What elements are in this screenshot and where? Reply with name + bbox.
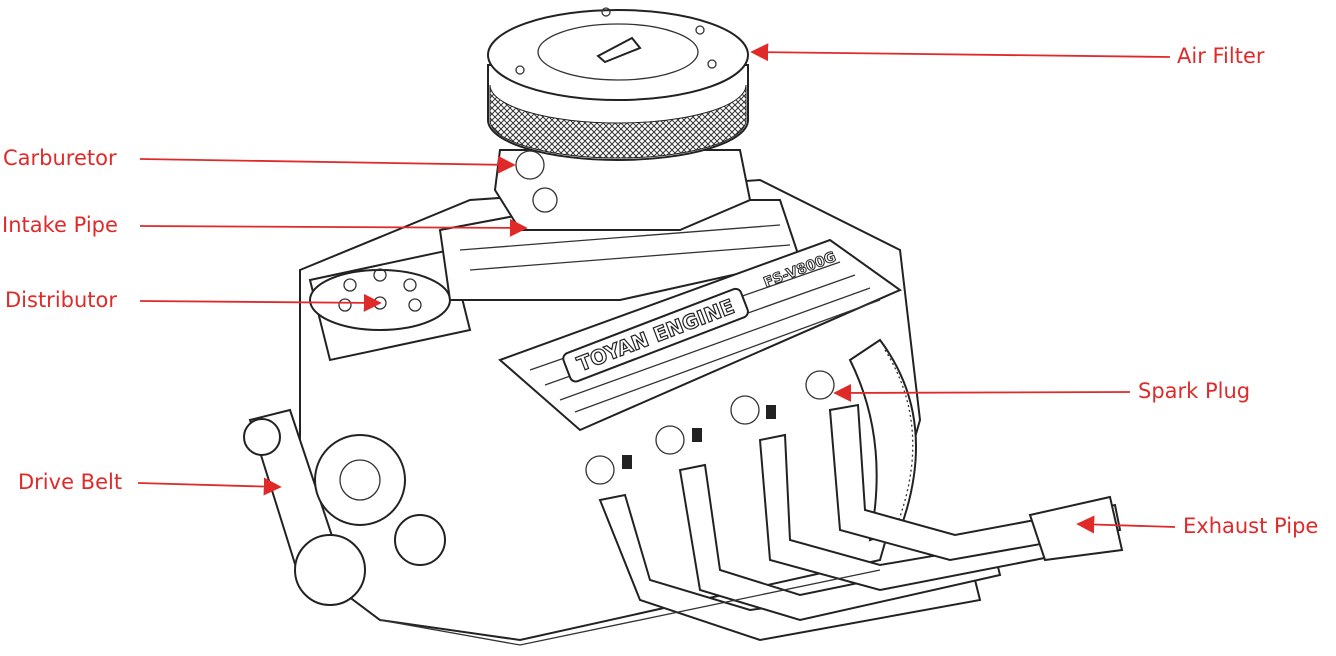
label-exhaust-pipe: Exhaust Pipe — [1183, 514, 1319, 538]
label-intake-pipe: Intake Pipe — [2, 213, 118, 237]
leader-lines — [137, 43, 1176, 534]
engine-drawing: TOYAN ENGINE FS-V800G — [243, 7, 1124, 646]
label-distributor: Distributor — [5, 288, 118, 312]
label-drive-belt: Drive Belt — [18, 470, 123, 494]
label-air-filter: Air Filter — [1177, 44, 1265, 68]
label-spark-plug: Spark Plug — [1138, 379, 1251, 403]
label-carburetor: Carburetor — [3, 146, 117, 170]
